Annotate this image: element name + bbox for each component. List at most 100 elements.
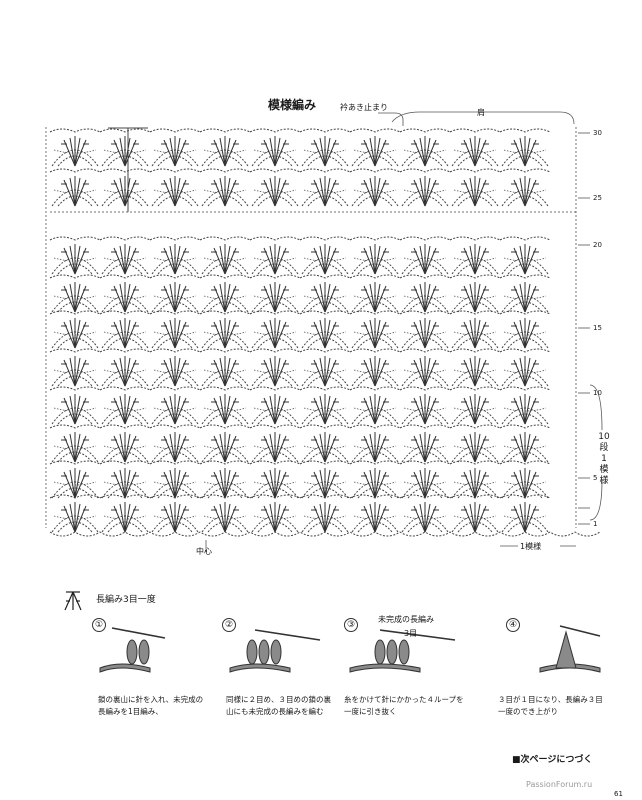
stitch-motif	[149, 424, 201, 463]
stitch-motif	[199, 274, 251, 313]
stitch-motif	[199, 386, 251, 425]
stitch-motif	[399, 348, 451, 387]
repeat-v-label: 10段1模様	[598, 432, 610, 486]
stitch-motif	[449, 460, 501, 499]
step1-caption: 鎖の裏山に針を入れ、未完成の長編みを1目編み、	[98, 695, 204, 716]
stitch-motif	[499, 236, 551, 275]
stitch-motif	[299, 424, 351, 463]
stitch-motif	[149, 168, 201, 207]
collar-label: 衿あき止まり	[340, 103, 388, 112]
continue-note: ■次ページにつづく	[512, 755, 593, 765]
stitch-motif	[449, 236, 501, 275]
step2-caption: 同様に２目め、３目めの鎖の裏山にも未完成の長編みを編む	[226, 695, 331, 716]
step-number: ①	[92, 618, 106, 632]
stitch-motif	[499, 274, 551, 313]
stitch-motif	[499, 460, 551, 499]
stitch-motif	[499, 310, 551, 349]
stitch-motif	[49, 494, 101, 533]
row-number: 30	[593, 129, 602, 137]
stitch-motif	[349, 460, 401, 499]
stitch-motif	[49, 310, 101, 349]
stitch-motif	[349, 386, 401, 425]
stitch-motif	[449, 494, 501, 533]
stitch-motif	[499, 168, 551, 207]
stitch-motif	[299, 494, 351, 533]
stitch-motif	[449, 348, 501, 387]
stitch-motif	[199, 310, 251, 349]
row-number: 10	[593, 389, 602, 397]
stitch-motif	[199, 424, 251, 463]
stitch-motif	[49, 348, 101, 387]
stitch-motif	[299, 460, 351, 499]
stitch-motif	[349, 128, 401, 167]
stitch-motif	[299, 386, 351, 425]
stitch-motif	[449, 310, 501, 349]
stitch-motif	[249, 424, 301, 463]
stitch-motif	[49, 236, 101, 275]
shoulder-label: 肩	[477, 108, 485, 117]
stitch-motif	[249, 168, 301, 207]
stitch-motif	[399, 310, 451, 349]
stitch-motif	[149, 274, 201, 313]
stitch-motif	[349, 236, 401, 275]
technique-title: 長編み3目一度	[96, 595, 156, 605]
row-number: 5	[593, 474, 598, 482]
stitch-motif	[199, 236, 251, 275]
stitch-motif	[399, 274, 451, 313]
stitch-motif	[149, 494, 201, 533]
stitch-motif	[349, 168, 401, 207]
stitch-motif	[149, 460, 201, 499]
step3-note: 未完成の長編み	[378, 615, 434, 624]
row-number: 1	[593, 520, 598, 528]
stitch-motif	[249, 348, 301, 387]
stitch-motif	[149, 128, 201, 167]
stitch-motif	[49, 128, 101, 167]
stitch-motif	[199, 460, 251, 499]
stitch-motif	[399, 236, 451, 275]
pattern-title: 模様編み	[268, 98, 317, 112]
repeat-h-label: 1模様	[520, 542, 542, 551]
stitch-motif	[199, 348, 251, 387]
stitch-motif	[399, 386, 451, 425]
stitch-motif	[499, 348, 551, 387]
stitch-motif	[499, 424, 551, 463]
stitch-motif	[399, 128, 451, 167]
stitch-motif	[349, 348, 401, 387]
stitch-motif	[199, 168, 251, 207]
stitch-motif	[449, 128, 501, 167]
stitch-motif	[399, 460, 451, 499]
stitch-motif	[149, 310, 201, 349]
stitch-motif	[49, 274, 101, 313]
stitch-motif	[249, 494, 301, 533]
stitch-motif	[249, 236, 301, 275]
stitch-motif	[349, 310, 401, 349]
stitch-motif	[499, 386, 551, 425]
stitch-motif	[449, 168, 501, 207]
stitch-motif	[249, 386, 301, 425]
stitch-motif	[399, 424, 451, 463]
stitch-motif	[449, 386, 501, 425]
stitch-motif	[49, 460, 101, 499]
stitch-motif	[249, 460, 301, 499]
stitch-motif	[499, 128, 551, 167]
stitch-motif	[149, 386, 201, 425]
stitch-motif	[149, 348, 201, 387]
step3-caption: 糸をかけて針にかかった４ループを一度に引き抜く	[344, 695, 464, 716]
stitch-motif	[299, 348, 351, 387]
stitch-motif	[449, 274, 501, 313]
center-label: 中心	[196, 547, 212, 556]
step-number: ④	[506, 618, 520, 632]
foundation-chain	[49, 531, 601, 537]
step3-note2: 3目	[404, 629, 418, 638]
watermark: PassionForum.ru	[526, 780, 593, 789]
step4-caption: ３目が１目になり、長編み３目一度のでき上がり	[498, 695, 603, 716]
stitch-motif	[299, 128, 351, 167]
row-number: 15	[593, 324, 602, 332]
stitch-motif	[149, 236, 201, 275]
stitch-motif	[299, 236, 351, 275]
step-number: ②	[222, 618, 236, 632]
step-number: ③	[344, 618, 358, 632]
stitch-motif	[249, 128, 301, 167]
stitch-motif	[349, 424, 401, 463]
